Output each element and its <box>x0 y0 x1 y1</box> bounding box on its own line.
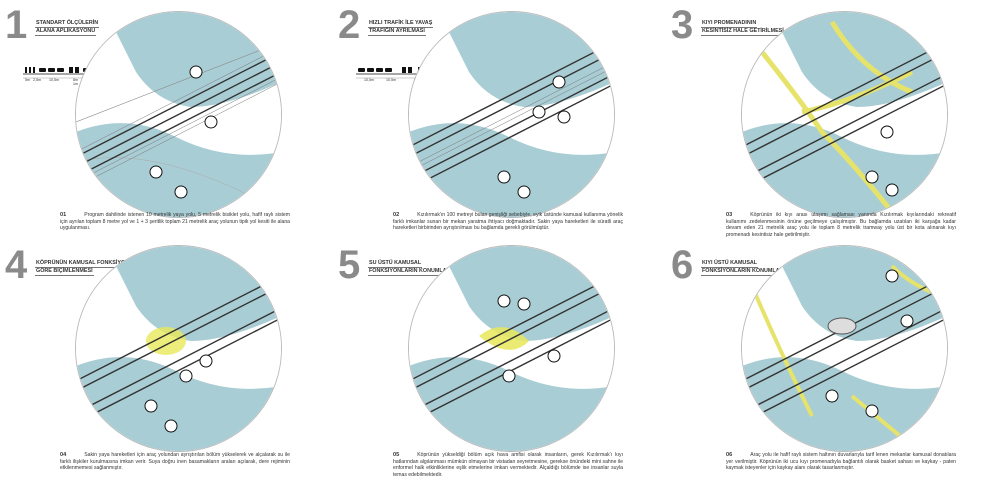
dim-label: 8m <box>73 78 78 82</box>
panel-3: 3 KIYI PROMENADININ KESİNTİSİZ HALE GETİ… <box>671 5 1000 245</box>
step-number: 3 <box>671 3 694 47</box>
step-number: 2 <box>338 3 361 47</box>
panel-6: 6 KIYI ÜSTÜ KAMUSAL FONKSİYONLARIN KONUM… <box>671 245 1000 485</box>
step-title: HIZLI TRAFİK İLE YAVAŞ TRAFİĞİN AYRILMAS… <box>368 20 434 36</box>
dim-label: 1m <box>73 82 78 86</box>
panel-5: 5 SU ÜSTÜ KAMUSAL FONKSİYONLARIN KONUMLA… <box>338 245 671 485</box>
site-plan-circle <box>75 245 282 452</box>
step-number: 6 <box>671 243 694 287</box>
dim-label: 5m <box>25 78 30 82</box>
dim-label: 2,5m <box>33 78 41 82</box>
step-number: 1 <box>5 3 28 47</box>
panel-1: 1 STANDART ÖLÇÜLERİN ALANA APLİKASYONU 5… <box>5 5 338 245</box>
dim-label: 10,5m <box>386 78 396 82</box>
panel-4: 4 KÖPRÜNÜN KAMUSAL FONKSİYONLARA GÖRE Bİ… <box>5 245 338 485</box>
site-plan-circle <box>408 245 615 452</box>
site-plan-circle <box>741 11 948 218</box>
step-number: 4 <box>5 243 28 287</box>
panel-2: 2 HIZLI TRAFİK İLE YAVAŞ TRAFİĞİN AYRILM… <box>338 5 671 245</box>
step-title: STANDART ÖLÇÜLERİN ALANA APLİKASYONU <box>35 20 100 36</box>
site-plan-circle <box>408 11 615 218</box>
site-plan-circle <box>741 245 948 452</box>
site-plan-circle <box>75 11 282 218</box>
step-number: 5 <box>338 243 361 287</box>
dim-label: 10,5m <box>49 78 59 82</box>
dim-label: 10,5m <box>364 78 374 82</box>
